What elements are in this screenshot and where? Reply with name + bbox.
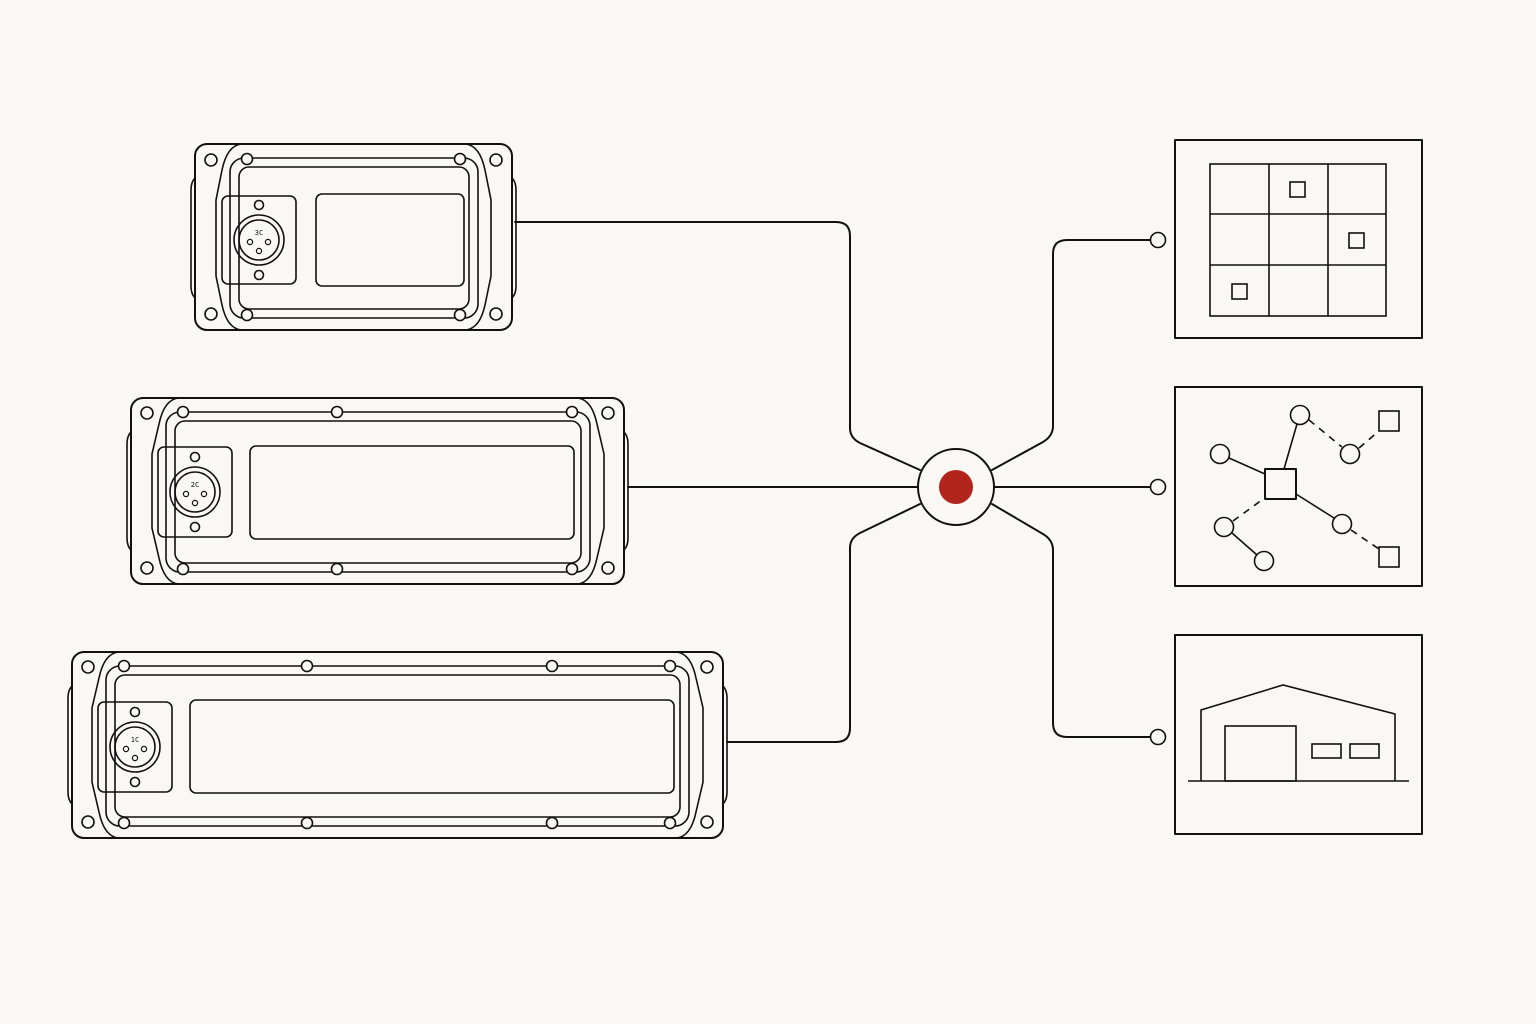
lid-screw	[663, 659, 677, 673]
graph-node	[1213, 516, 1235, 538]
label-plate	[315, 193, 465, 287]
warehouse-icon	[1188, 684, 1409, 782]
lid-screw	[330, 562, 344, 576]
network-graph-panel	[1174, 386, 1423, 587]
enclosure-outer-flange	[194, 143, 513, 331]
lid-screw	[300, 816, 314, 830]
lid-screw	[663, 816, 677, 830]
enclosure-lid	[105, 665, 690, 827]
grid-marker	[1348, 232, 1365, 249]
warehouse-panel	[1174, 634, 1423, 835]
enclosure-lid	[165, 411, 591, 573]
label-plate	[249, 445, 575, 540]
graph-node	[1289, 404, 1311, 426]
link-small-sensor-to-hub	[514, 221, 921, 471]
panel-frame	[1174, 386, 1423, 587]
circular-connector-icon	[169, 466, 221, 518]
grid-marker	[1289, 181, 1306, 198]
mounting-hole	[204, 307, 218, 321]
connector-pin-label: 1C	[131, 736, 139, 744]
lid-screw	[176, 562, 190, 576]
panel-frame	[1174, 634, 1423, 835]
central-hub	[917, 448, 995, 526]
warehouse-door	[1224, 725, 1297, 782]
grid-marker	[1231, 283, 1248, 300]
mounting-hole	[81, 660, 95, 674]
link-large-sensor-to-hub	[726, 503, 921, 743]
connector-plate	[97, 701, 173, 793]
graph-node	[1253, 550, 1275, 572]
mounting-hole	[81, 815, 95, 829]
mounting-hole	[489, 153, 503, 167]
graph-square-node	[1378, 546, 1400, 568]
panel-frame	[1174, 139, 1423, 339]
connector-pin-label: 3C	[255, 229, 263, 237]
sensor-enclosure-medium: 2C	[126, 397, 629, 585]
mounting-hole	[601, 561, 615, 575]
lid-screw	[453, 152, 467, 166]
lid-screw	[453, 308, 467, 322]
circular-connector-icon	[109, 721, 161, 773]
link-hub-to-warehouse-panel	[991, 503, 1151, 738]
lid-screw	[545, 659, 559, 673]
lid-screw	[330, 405, 344, 419]
grid-map-icon	[1209, 163, 1387, 317]
connector-plate	[157, 446, 233, 538]
grid-map-panel	[1174, 139, 1423, 339]
mounting-hole	[601, 406, 615, 420]
hub-center-dot	[939, 470, 973, 504]
lid-screw	[545, 816, 559, 830]
graph-node	[1331, 513, 1353, 535]
mounting-hole	[140, 406, 154, 420]
connector-pin-label: 2C	[191, 481, 199, 489]
mounting-hole	[204, 153, 218, 167]
sensor-enclosure-large: 1C	[67, 651, 728, 839]
circular-connector-icon	[233, 214, 285, 266]
link-hub-to-grid-panel	[991, 239, 1151, 471]
enclosure-outer-flange	[130, 397, 625, 585]
lid-screw	[117, 659, 131, 673]
lid-screw	[300, 659, 314, 673]
lid-screw	[117, 816, 131, 830]
mounting-hole	[489, 307, 503, 321]
label-plate	[189, 699, 675, 794]
connector-plate	[221, 195, 297, 285]
sensor-enclosure-small: 3C	[190, 143, 517, 331]
graph-hub-node	[1264, 468, 1297, 500]
warehouse-window	[1349, 743, 1380, 759]
lid-screw	[240, 152, 254, 166]
graph-node	[1209, 443, 1231, 465]
lid-screw	[176, 405, 190, 419]
sensor-links	[514, 221, 921, 743]
warehouse-panel-port	[1149, 728, 1167, 746]
graph-square-node	[1378, 410, 1400, 432]
enclosure-lid	[229, 157, 479, 319]
output-links	[991, 231, 1167, 746]
lid-screw	[565, 405, 579, 419]
mounting-hole	[700, 660, 714, 674]
network-graph-icon	[1209, 404, 1400, 572]
lid-screw	[240, 308, 254, 322]
grid-panel-port	[1149, 231, 1167, 249]
network-panel-port	[1149, 478, 1167, 496]
graph-node	[1339, 443, 1361, 465]
enclosure-outer-flange	[71, 651, 724, 839]
mounting-hole	[140, 561, 154, 575]
warehouse-window	[1311, 743, 1342, 759]
lid-screw	[565, 562, 579, 576]
mounting-hole	[700, 815, 714, 829]
